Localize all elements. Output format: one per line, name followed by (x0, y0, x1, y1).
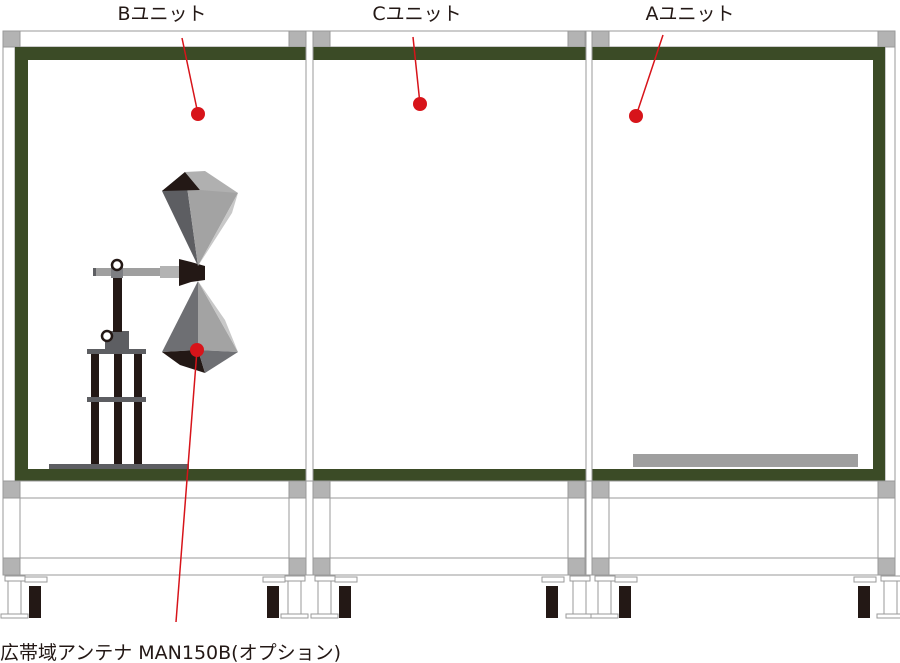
leveling-foot (541, 575, 594, 619)
callout-antenna (175, 343, 204, 623)
corner-block (877, 557, 896, 576)
label-unit-a: Aユニット (646, 3, 735, 25)
marker-dot (191, 107, 205, 121)
corner-block (567, 557, 586, 576)
marker-dot (413, 97, 427, 111)
right-post (884, 46, 896, 482)
corner-block (591, 480, 610, 499)
callout-unit-c (412, 36, 427, 111)
divider-bc (305, 30, 314, 482)
callout-unit-b (181, 37, 205, 121)
divider-ca (585, 30, 593, 482)
antenna-illustration (49, 171, 238, 469)
corner-block (2, 557, 21, 576)
left-post (2, 46, 16, 482)
top-rail (2, 30, 896, 48)
marker-dot (629, 109, 643, 123)
marker-dot (190, 343, 204, 357)
leveling-feet (0, 575, 900, 619)
corner-block (288, 480, 307, 499)
corner-block (312, 557, 331, 576)
corner-block (567, 480, 586, 499)
leveling-foot (0, 575, 48, 619)
corner-block (312, 480, 331, 499)
label-antenna: 広帯域アンテナ MAN150B(オプション) (0, 642, 341, 663)
leveling-foot (590, 575, 638, 619)
corner-block (288, 557, 307, 576)
floor-plate (633, 454, 858, 467)
corner-block (2, 480, 21, 499)
leveling-foot (262, 575, 309, 619)
unit-frames (15, 30, 885, 482)
leveling-foot (853, 575, 900, 619)
label-unit-b: Bユニット (117, 3, 206, 25)
corner-block (877, 480, 896, 499)
corner-block (591, 557, 610, 576)
callout-unit-a (629, 34, 664, 123)
leveling-foot (310, 575, 358, 619)
label-unit-c: Cユニット (372, 3, 461, 25)
base-frame (2, 480, 896, 576)
